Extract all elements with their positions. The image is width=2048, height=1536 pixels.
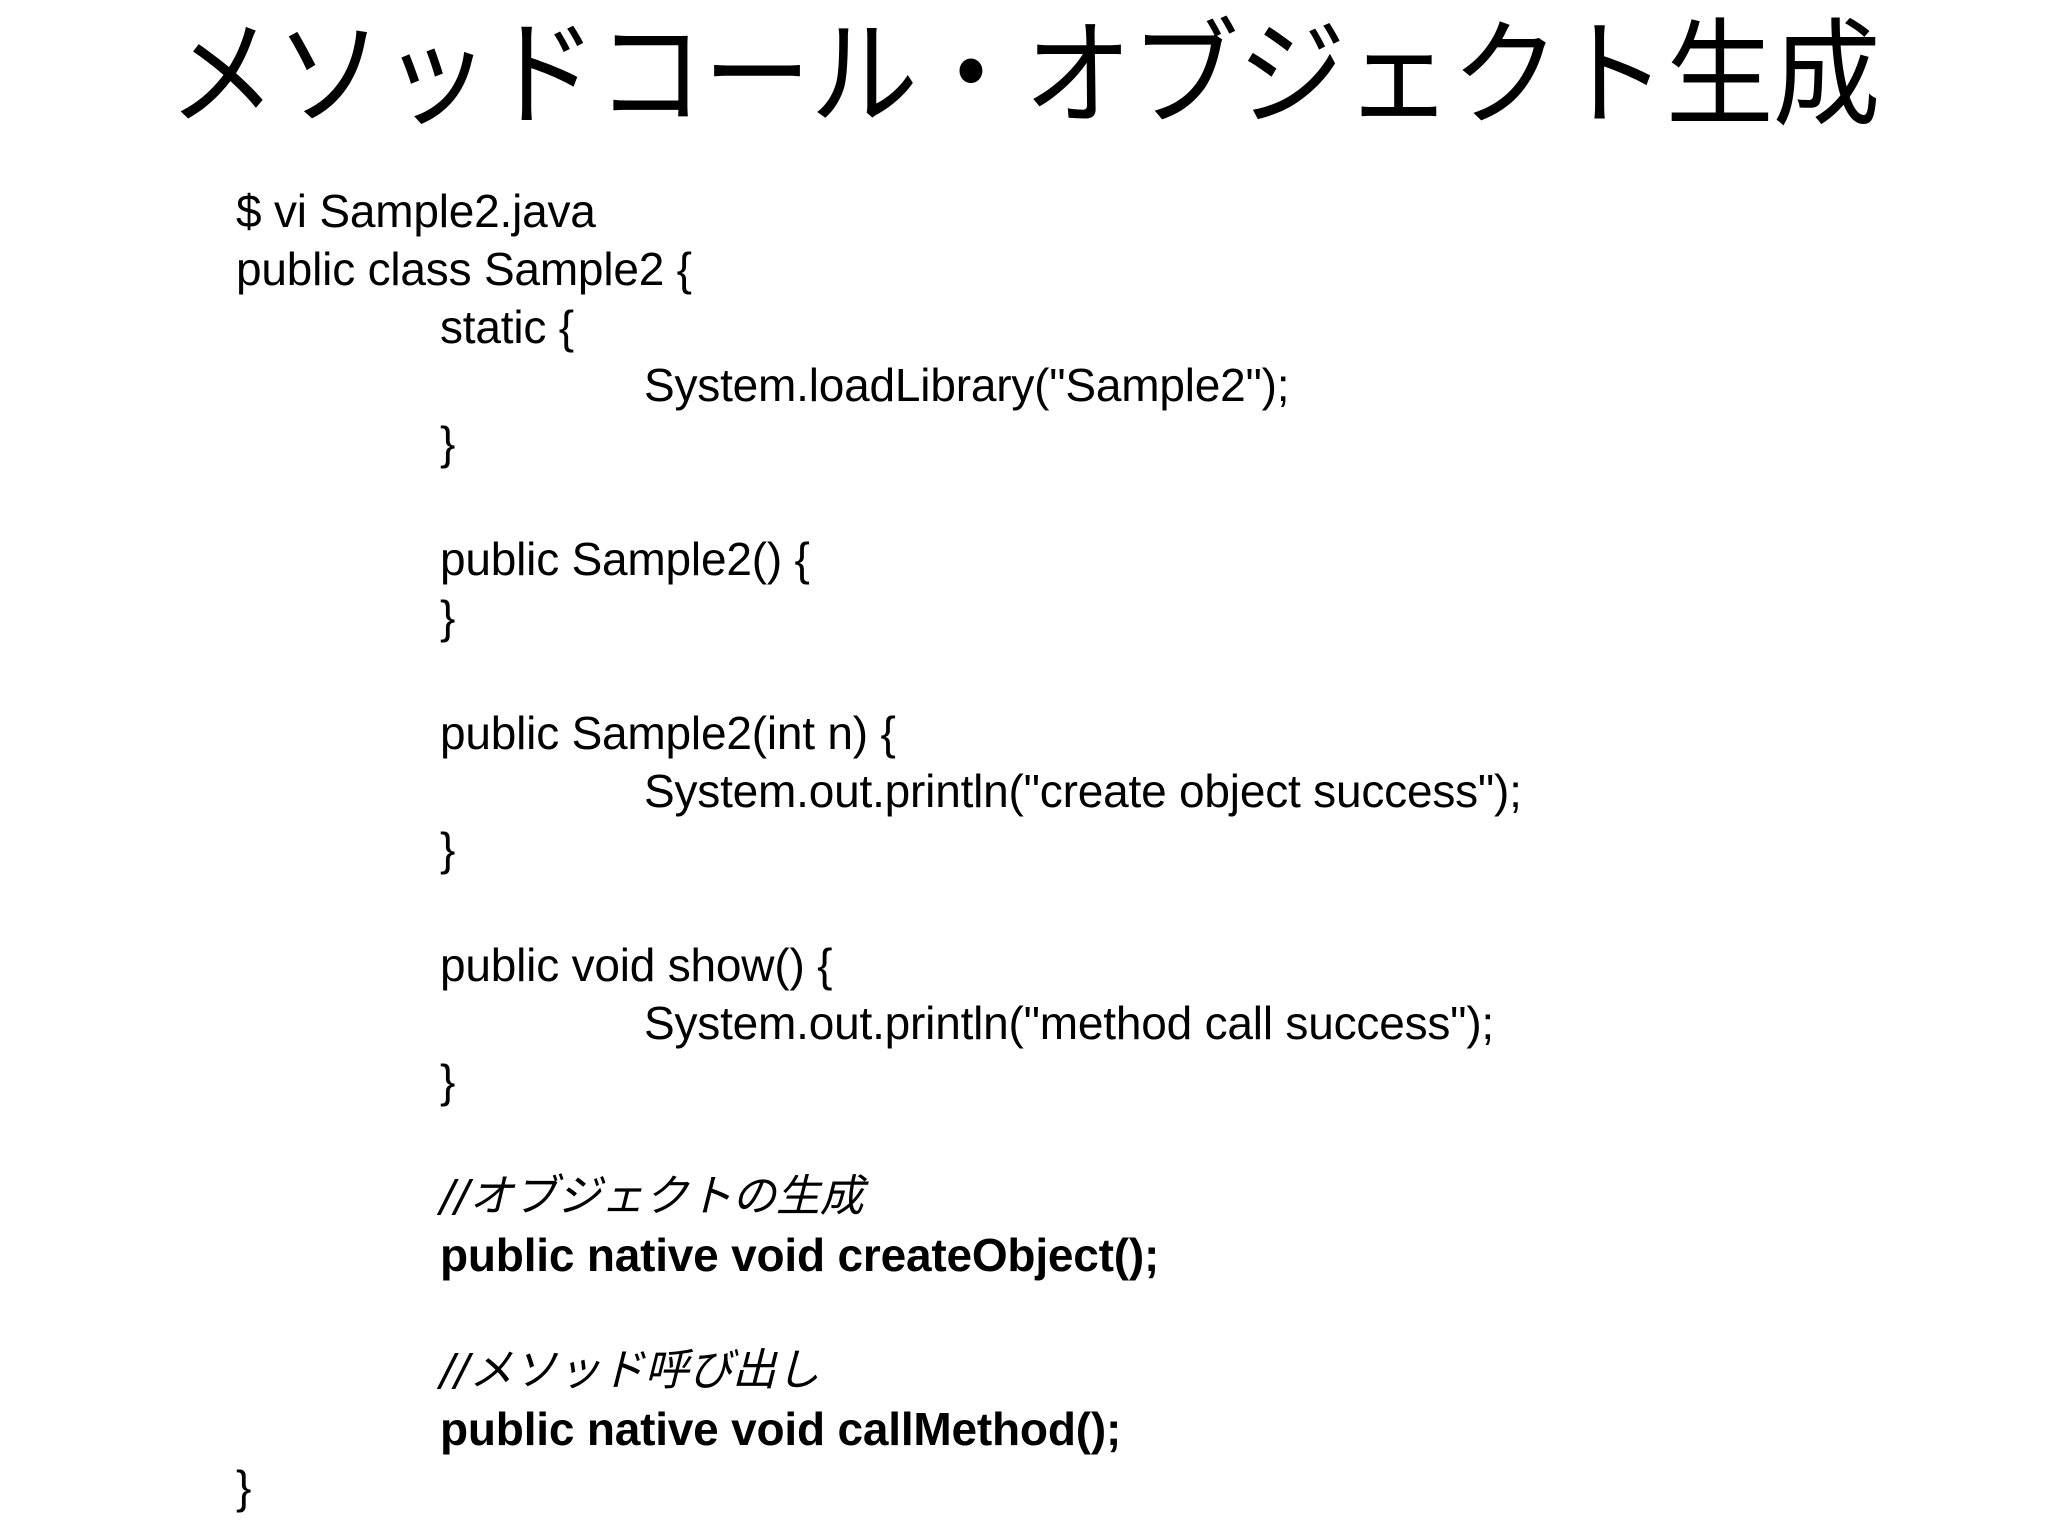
code-line: System.loadLibrary("Sample2");	[644, 359, 1290, 411]
code-line: System.out.println("create object succes…	[644, 765, 1522, 817]
code-line-blank	[236, 878, 1996, 936]
code-line: }	[440, 1055, 456, 1107]
code-line: }	[236, 1461, 252, 1513]
code-line: public class Sample2 {	[236, 243, 692, 295]
code-line: $ vi Sample2.java	[236, 185, 596, 237]
code-line: static {	[440, 301, 574, 353]
code-line: }	[440, 417, 456, 469]
code-line: public native void callMethod();	[440, 1403, 1122, 1455]
code-line: System.out.println("method call success"…	[644, 997, 1495, 1049]
code-line: public Sample2(int n) {	[440, 707, 896, 759]
code-line: public Sample2() {	[440, 533, 810, 585]
code-line-blank	[236, 1110, 1996, 1168]
code-line: }	[440, 591, 456, 643]
code-line: public native void createObject();	[440, 1229, 1160, 1281]
slide-title: メソッドコール・オブジェクト生成	[168, 8, 1880, 143]
code-line: //メソッド呼び出し	[440, 1345, 820, 1396]
code-line: public void show() {	[440, 939, 833, 991]
code-line: //オブジェクトの生成	[440, 1171, 864, 1222]
code-line-blank	[236, 472, 1996, 530]
code-line-blank	[236, 646, 1996, 704]
code-listing: $ vi Sample2.java public class Sample2 { s…	[236, 182, 1996, 1516]
code-line: }	[440, 823, 456, 875]
code-line-blank	[236, 1284, 1996, 1342]
